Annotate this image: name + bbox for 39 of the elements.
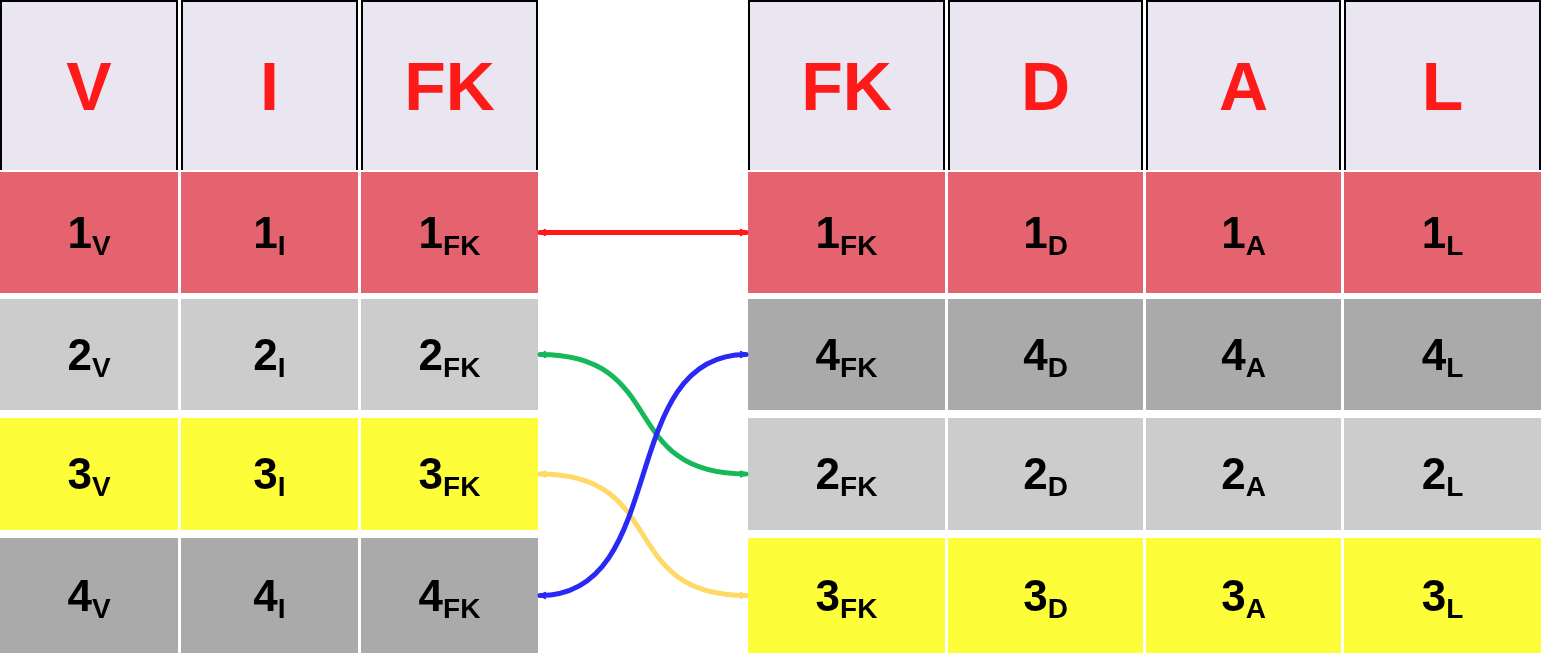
table-cell: 3$_{A}$ — [1146, 538, 1341, 653]
table-cell: 2$_{A}$ — [1146, 418, 1341, 530]
table-cell: 2$_{D}$ — [948, 418, 1143, 530]
table-cell: 4$_{FK}$ — [748, 299, 945, 410]
header-cell: I — [181, 0, 358, 170]
table-cell: 2$_{I}$ — [181, 299, 358, 410]
table-cell: 2$_{L}$ — [1344, 418, 1541, 530]
table-cell: 4$_{D}$ — [948, 299, 1143, 410]
header-cell: FK — [361, 0, 538, 170]
table-cell: 2$_{FK}$ — [748, 418, 945, 530]
header-cell: D — [948, 0, 1143, 170]
table-cell: 1$_{A}$ — [1146, 172, 1341, 293]
double-arrow — [537, 351, 749, 599]
table-cell: 4$_{FK}$ — [361, 538, 538, 653]
table-cell: 4$_{V}$ — [0, 538, 178, 653]
table-cell: 2$_{FK}$ — [361, 299, 538, 410]
header-cell: L — [1344, 0, 1541, 170]
table-cell: 3$_{FK}$ — [748, 538, 945, 653]
double-arrow — [537, 470, 749, 599]
table-cell: 4$_{A}$ — [1146, 299, 1341, 410]
table-cell: 3$_{V}$ — [0, 418, 178, 530]
table-cell: 3$_{D}$ — [948, 538, 1143, 653]
table-cell: 4$_{L}$ — [1344, 299, 1541, 410]
header-cell: FK — [748, 0, 945, 170]
table-cell: 3$_{L}$ — [1344, 538, 1541, 653]
double-arrow — [537, 351, 749, 478]
header-cell: A — [1146, 0, 1341, 170]
table-cell: 1$_{FK}$ — [748, 172, 945, 293]
table-cell: 1$_{V}$ — [0, 172, 178, 293]
table-cell: 4$_{I}$ — [181, 538, 358, 653]
double-arrow — [537, 228, 749, 237]
table-cell: 1$_{L}$ — [1344, 172, 1541, 293]
table-cell: 2$_{V}$ — [0, 299, 178, 410]
table-cell: 3$_{FK}$ — [361, 418, 538, 530]
table-cell: 1$_{D}$ — [948, 172, 1143, 293]
table-cell: 1$_{I}$ — [181, 172, 358, 293]
header-cell: V — [0, 0, 178, 170]
table-cell: 1$_{FK}$ — [361, 172, 538, 293]
table-cell: 3$_{I}$ — [181, 418, 358, 530]
